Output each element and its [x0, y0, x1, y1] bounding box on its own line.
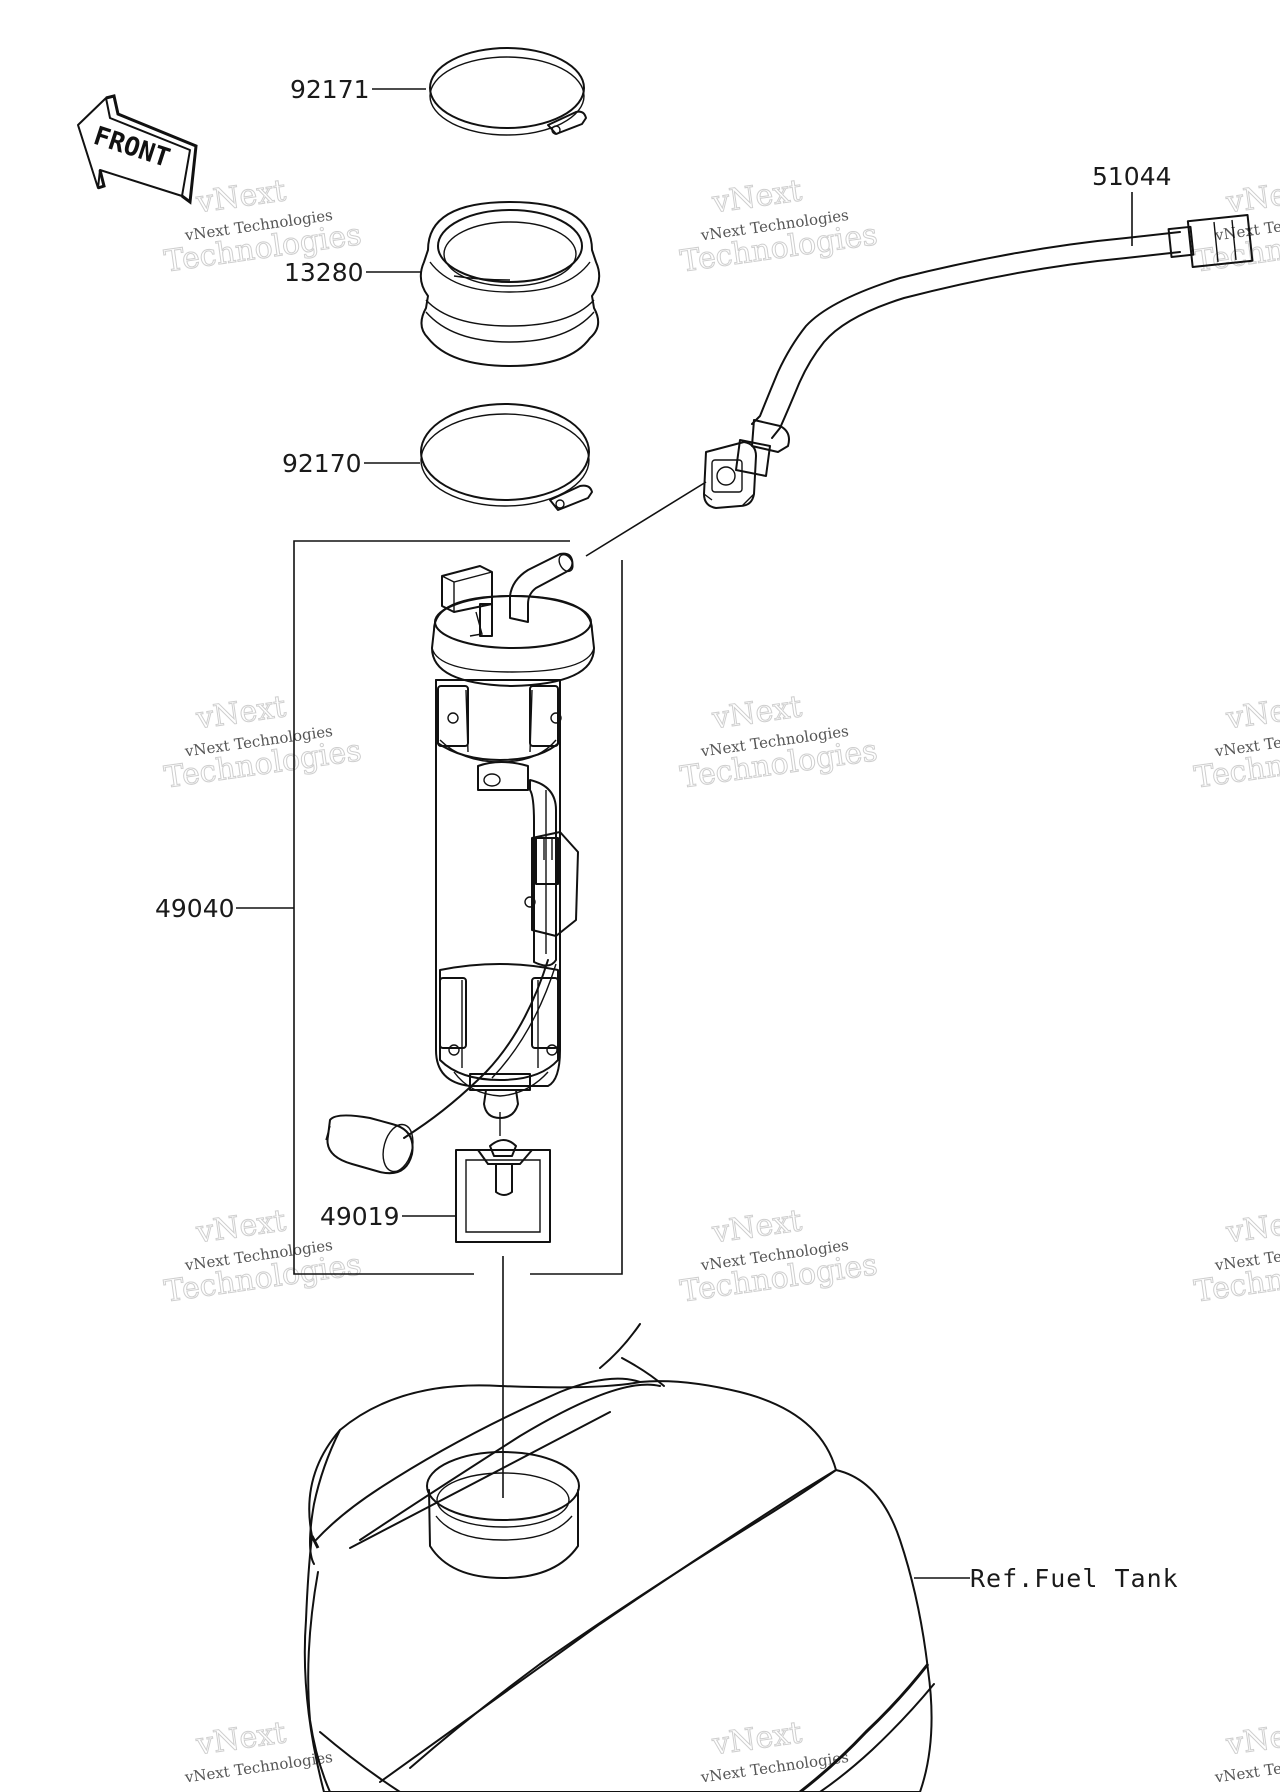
watermark: vNext vNext Technologies [699, 1715, 850, 1787]
watermark: vNext vNext Technologies Technologies [1192, 1203, 1280, 1310]
watermarks: vNext vNext Technologies Technologies vN… [162, 173, 1280, 1787]
fuel-hose-51044 [585, 213, 1254, 557]
watermark: vNext vNext Technologies Technologies [162, 689, 364, 796]
front-arrow-text: FRONT [90, 121, 174, 174]
label-13280: 13280 [284, 258, 364, 287]
rubber-sleeve-13280 [419, 201, 601, 367]
watermark: vNext vNext Technologies [1213, 1715, 1280, 1787]
front-direction-arrow: FRONT [77, 94, 198, 205]
svg-text:vNext: vNext [1223, 1715, 1280, 1762]
watermark: vNext vNext Technologies Technologies [1192, 689, 1280, 796]
label-92171: 92171 [290, 75, 370, 104]
fuel-pump-assembly-49040 [236, 540, 623, 1275]
clamp-92171 [429, 47, 587, 136]
label-ref-fuel-tank: Ref.Fuel Tank [970, 1564, 1179, 1593]
svg-text:vNext: vNext [1223, 689, 1280, 736]
svg-text:vNext: vNext [1223, 1203, 1280, 1250]
label-49040: 49040 [155, 894, 235, 923]
part-labels: 92171 13280 92170 51044 49040 49019 Ref.… [155, 75, 1179, 1593]
label-49019: 49019 [320, 1202, 400, 1231]
watermark: vNext vNext Technologies Technologies [678, 689, 880, 796]
fuel-tank-reference [303, 1323, 970, 1792]
clamp-92170 [420, 403, 593, 511]
svg-text:vNext: vNext [1223, 173, 1280, 220]
label-92170: 92170 [282, 449, 362, 478]
fuel-filter-49019 [402, 1112, 551, 1243]
watermark: vNext vNext Technologies Technologies [678, 173, 880, 280]
watermark: vNext vNext Technologies Technologies [678, 1203, 880, 1310]
label-51044: 51044 [1092, 162, 1172, 191]
